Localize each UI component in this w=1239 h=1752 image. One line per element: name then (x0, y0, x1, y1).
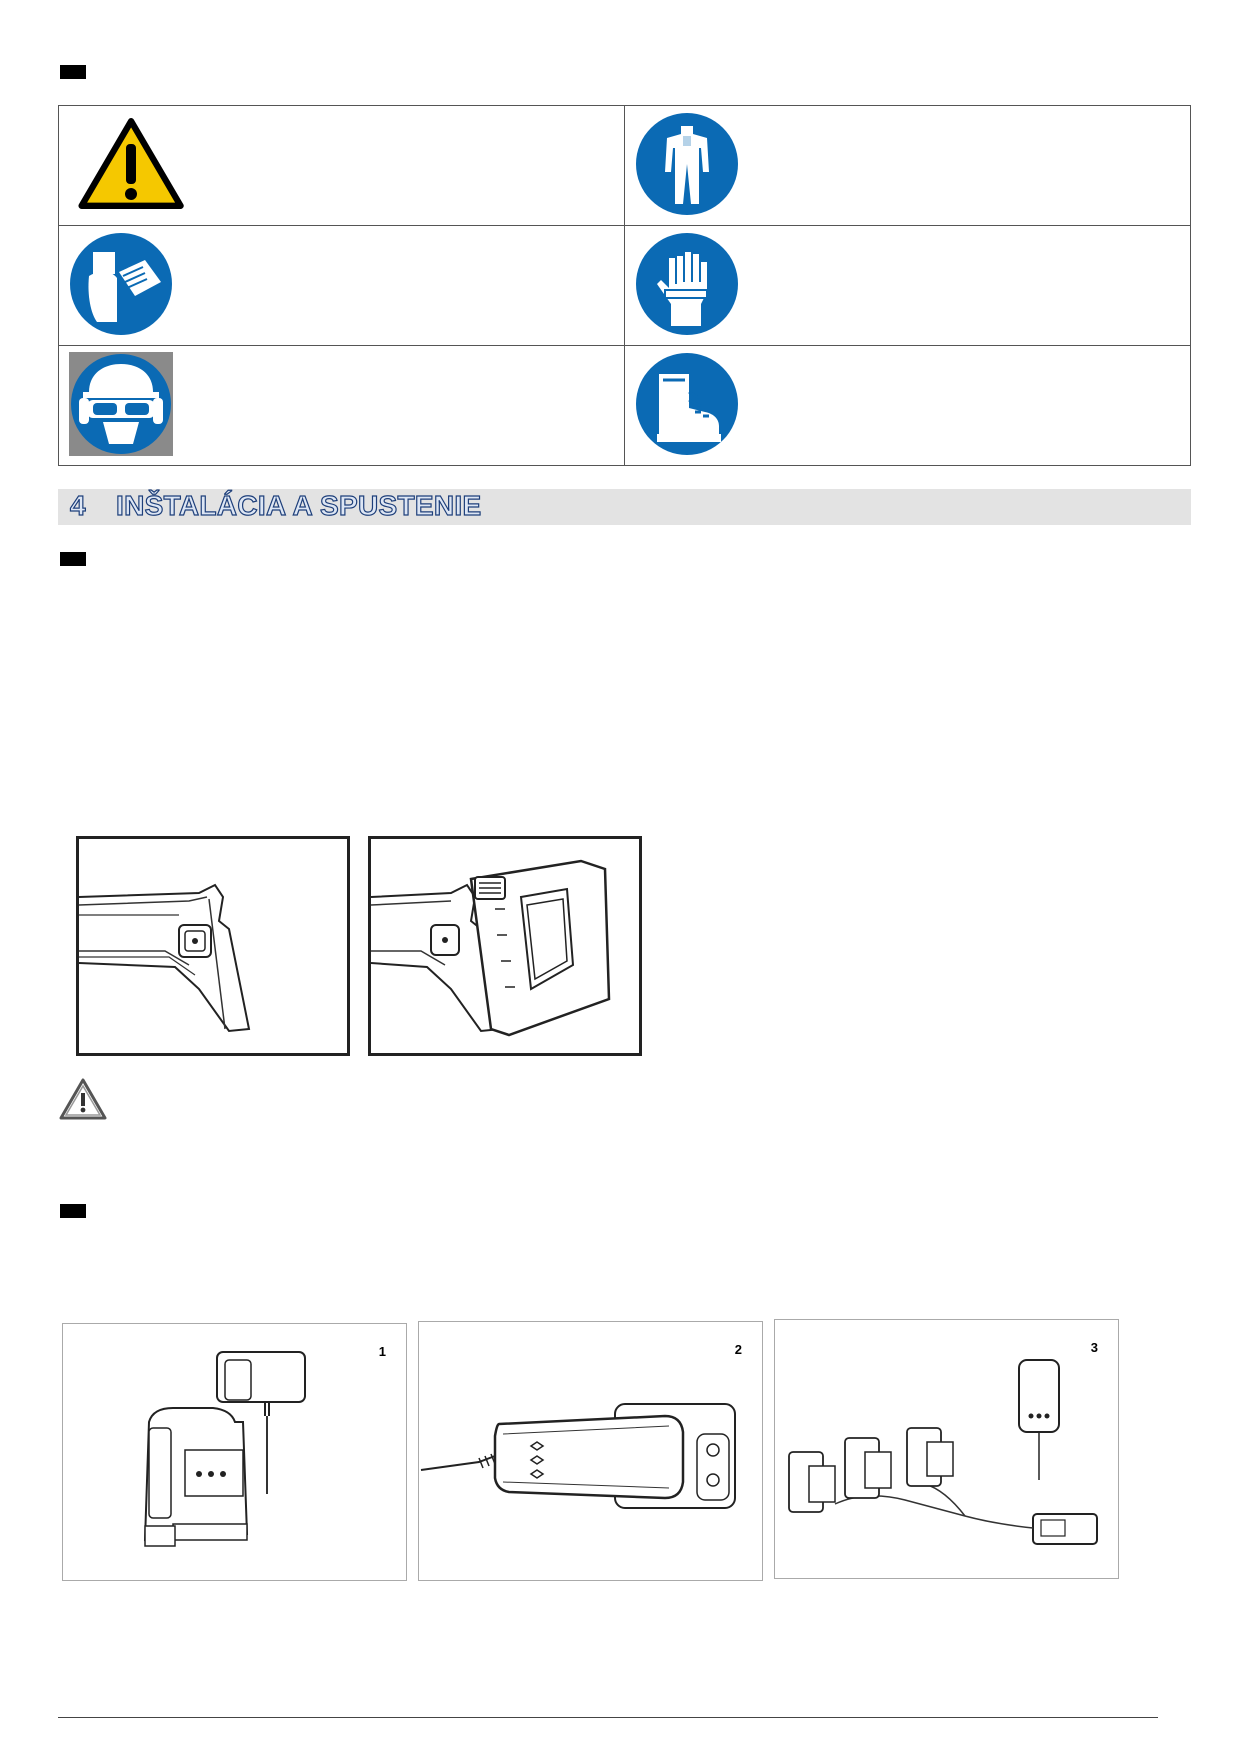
safety-boots-icon (636, 353, 738, 455)
safety-symbols-table (58, 105, 1191, 466)
helmet-goggles-ear-protection-icon (69, 352, 173, 456)
figure-label-1: 1 (378, 1344, 386, 1359)
read-manual-icon (70, 233, 172, 335)
safety-cell (624, 225, 1191, 346)
tool-handle-illustration (79, 883, 251, 1033)
battery-group (788, 1427, 954, 1513)
language-marker (60, 1204, 86, 1218)
safety-cell (58, 345, 625, 466)
safety-cell (624, 345, 1191, 466)
charger-figure-1: 1 (62, 1323, 407, 1581)
charger-figure-3: 3 (774, 1319, 1119, 1579)
section-title: INŠTALÁCIA A SPUSTENIE (115, 489, 482, 521)
safety-cell (58, 105, 625, 226)
language-marker (60, 65, 86, 79)
section-number: 4 (69, 489, 86, 521)
battery-and-charger-illustration (143, 1351, 306, 1547)
tool-with-battery-figure (368, 836, 642, 1056)
warning-icon (59, 1078, 107, 1120)
language-marker (60, 552, 86, 566)
multiple-batteries-charging-illustration (788, 1359, 1098, 1545)
footer-divider (58, 1717, 1158, 1718)
general-warning-icon (78, 118, 184, 209)
figure-label-2: 2 (734, 1342, 742, 1357)
tool-without-battery-figure (76, 836, 350, 1056)
section-heading: 4 INŠTALÁCIA A SPUSTENIE (58, 489, 1191, 525)
protective-clothing-icon (636, 113, 738, 215)
charger-figure-2: 2 (418, 1321, 763, 1581)
charger-in-socket-illustration (420, 1403, 736, 1509)
figure-label-3: 3 (1090, 1340, 1098, 1355)
tool-battery-illustration (371, 859, 611, 1037)
safety-cell (58, 225, 625, 346)
safety-cell (624, 105, 1191, 226)
protective-gloves-icon (636, 233, 738, 335)
